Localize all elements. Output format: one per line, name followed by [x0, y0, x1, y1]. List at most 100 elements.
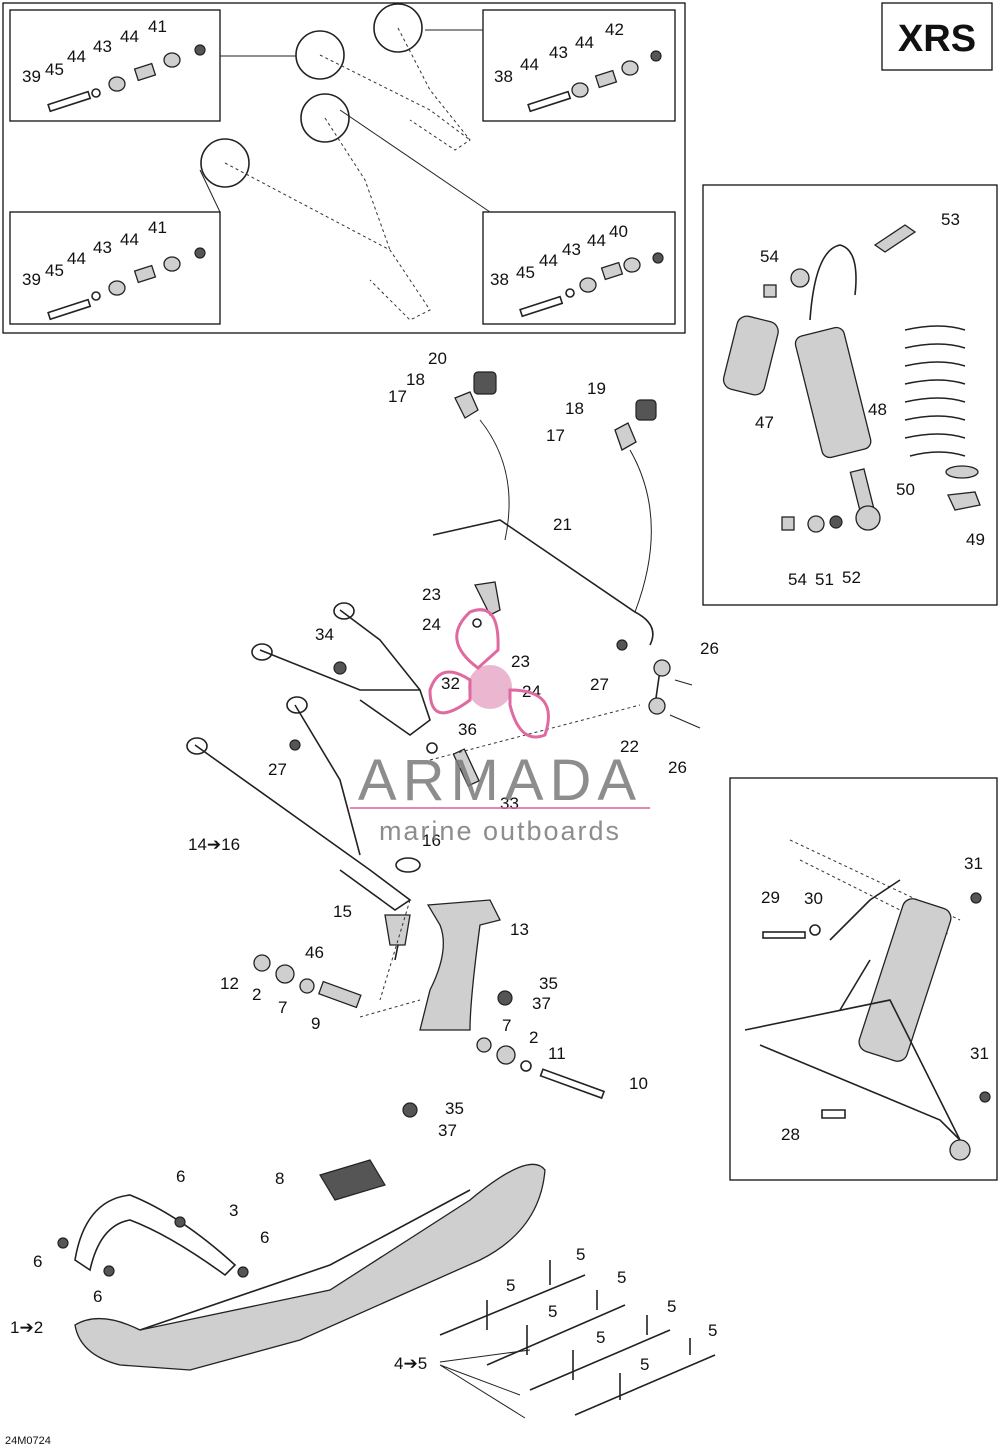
callout-20: 20 [428, 349, 447, 368]
callout-21: 21 [553, 515, 572, 534]
callout-43: 43 [93, 37, 112, 56]
screw-6-a [174, 1216, 186, 1228]
callout-7: 7 [502, 1016, 511, 1035]
washer-30 [809, 924, 821, 936]
washer-51 [807, 515, 825, 533]
callout-35: 35 [539, 974, 558, 993]
nut-27-left [289, 739, 301, 751]
callout-36: 36 [458, 720, 477, 739]
nut-37-lower [402, 1102, 418, 1118]
callout-3: 3 [229, 1201, 238, 1220]
callout-37: 37 [438, 1121, 457, 1140]
zoom-circle-upper-rear [373, 3, 423, 53]
bushing-inset-top-left [9, 9, 221, 122]
bushing-set-bottom-left [47, 247, 206, 321]
callout-38: 38 [490, 270, 509, 289]
callout-44: 44 [587, 231, 606, 250]
washer-11 [520, 1060, 532, 1072]
callout-48: 48 [868, 400, 887, 419]
nut-31-upper [970, 892, 982, 904]
callout-34: 34 [315, 625, 334, 644]
callout-10: 10 [629, 1074, 648, 1093]
assembled-view-panel [729, 777, 998, 1181]
bracket-23 [474, 581, 501, 616]
callout-46: 46 [305, 943, 324, 962]
nut-37-upper [497, 990, 513, 1006]
callout-16: 16 [422, 831, 441, 850]
upper-a-arm-outline [319, 27, 471, 151]
callout-15: 15 [333, 902, 352, 921]
screw-6-c [103, 1265, 115, 1277]
callout-18: 18 [565, 399, 584, 418]
bushing-2-right [496, 1045, 516, 1065]
callout-50: 50 [896, 480, 915, 499]
callout-42: 42 [605, 20, 624, 39]
assembled-suspension [744, 839, 971, 1161]
lower-a-arm-outline [224, 117, 431, 321]
callout-6: 6 [176, 1167, 185, 1186]
callout-6: 6 [260, 1228, 269, 1247]
washer-24 [472, 618, 482, 628]
callout-29: 29 [761, 888, 780, 907]
model-badge-box [881, 2, 993, 71]
cable-tie [873, 224, 917, 253]
callout-1-2: 1➔2 [10, 1318, 43, 1337]
callout-30: 30 [804, 889, 823, 908]
propeller-logo-icon [428, 608, 550, 739]
callout-18: 18 [406, 370, 425, 389]
callout-51: 51 [815, 570, 834, 589]
screw-6-d [237, 1266, 249, 1278]
callout-5: 5 [640, 1355, 649, 1374]
callout-labels: 39 45 44 43 44 41 38 44 43 44 42 39 45 4… [10, 17, 989, 1374]
callout-45: 45 [45, 261, 64, 280]
callout-43: 43 [93, 238, 112, 257]
callout-17: 17 [546, 426, 565, 445]
bushing-set-top-left [47, 44, 206, 113]
callout-31: 31 [964, 854, 983, 873]
spindle [419, 899, 501, 1031]
callout-17: 17 [388, 387, 407, 406]
callout-26: 26 [700, 639, 719, 658]
ball-joint-upper [452, 748, 480, 787]
callout-7: 7 [278, 998, 287, 1017]
callout-14-16: 14➔16 [188, 835, 240, 854]
zoom-circle-upper-front [295, 30, 345, 80]
callout-31: 31 [970, 1044, 989, 1063]
reference-code: 24M0724 [5, 1435, 51, 1447]
model-badge: XRS [898, 18, 976, 60]
bushing-19 [635, 399, 657, 421]
upper-a-arm [259, 609, 431, 736]
nut-31-lower [979, 1091, 991, 1103]
bushing-set-top-right [527, 50, 662, 113]
callout-23: 23 [422, 585, 441, 604]
bushing-inset-bottom-right [482, 211, 676, 325]
ski-pad-8 [319, 1159, 386, 1201]
callout-47: 47 [755, 413, 774, 432]
zoom-circle-lower-front [300, 93, 350, 143]
shock-absorber [722, 244, 881, 531]
callout-5: 5 [617, 1268, 626, 1287]
coil-spring [904, 325, 966, 457]
spring-retainer [947, 491, 981, 511]
callout-5: 5 [506, 1276, 515, 1295]
callout-5: 5 [708, 1321, 717, 1340]
shock-absorber-panel [702, 184, 998, 606]
callout-54: 54 [760, 247, 779, 266]
spring-seat [945, 465, 979, 479]
callout-2: 2 [252, 985, 261, 1004]
bushing-inset-bottom-left [9, 211, 221, 325]
upper-bushing-panel [2, 2, 686, 334]
callout-43: 43 [562, 240, 581, 259]
callout-44: 44 [67, 47, 86, 66]
screw-6-b [57, 1237, 69, 1249]
nut-34 [333, 661, 347, 675]
sleeve-9 [317, 980, 362, 1009]
callout-27: 27 [268, 760, 287, 779]
nut-12 [253, 954, 271, 972]
callout-54: 54 [788, 570, 807, 589]
bracket-18-right [614, 422, 637, 451]
callout-39: 39 [22, 67, 41, 86]
watermark-tagline: marine outboards [379, 816, 621, 846]
callout-41: 41 [148, 218, 167, 237]
